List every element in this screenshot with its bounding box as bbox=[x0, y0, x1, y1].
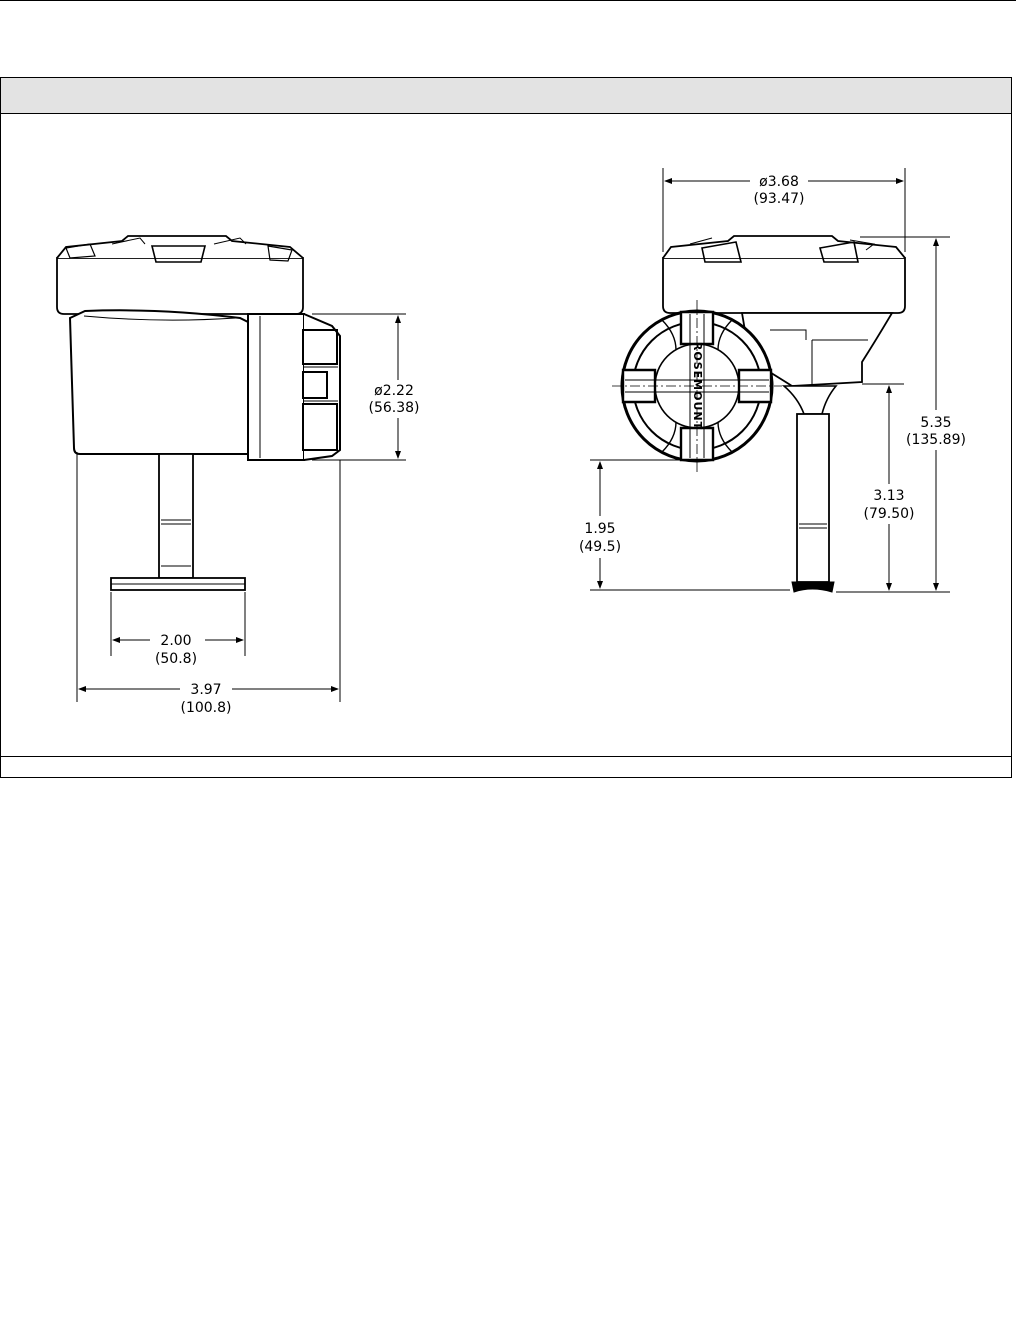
label-housing-diameter-mm: (93.47) bbox=[753, 191, 804, 207]
front-stem bbox=[784, 386, 836, 592]
dim-overall-width bbox=[77, 452, 340, 702]
label-overall-height-in: 5.35 bbox=[920, 415, 951, 431]
front-housing bbox=[663, 236, 905, 313]
label-cover-diameter-mm: (56.38) bbox=[368, 400, 419, 416]
label-cover-height-mm: (49.5) bbox=[579, 539, 621, 555]
label-overall-width-mm: (100.8) bbox=[180, 700, 231, 716]
cover-logo-text: ROSEMOUNT bbox=[691, 342, 704, 430]
front-view bbox=[590, 168, 950, 592]
label-overall-height-mm: (135.89) bbox=[906, 432, 966, 448]
label-housing-diameter-in: ø3.68 bbox=[759, 174, 799, 190]
side-cover-profile bbox=[303, 314, 340, 460]
side-stem bbox=[111, 454, 245, 590]
label-cover-height-in: 1.95 bbox=[584, 521, 615, 537]
side-view bbox=[57, 236, 406, 702]
side-housing-cap bbox=[57, 236, 303, 314]
dim-cover-height bbox=[590, 460, 790, 590]
side-terminal-body bbox=[70, 310, 304, 460]
label-flange-width-mm: (50.8) bbox=[155, 651, 197, 667]
label-flange-width-in: 2.00 bbox=[160, 633, 191, 649]
dim-stem-height bbox=[862, 384, 904, 590]
label-overall-width-in: 3.97 bbox=[190, 682, 221, 698]
label-stem-height-in: 3.13 bbox=[873, 488, 904, 504]
label-stem-height-mm: (79.50) bbox=[863, 506, 914, 522]
label-cover-diameter-in: ø2.22 bbox=[374, 383, 414, 399]
